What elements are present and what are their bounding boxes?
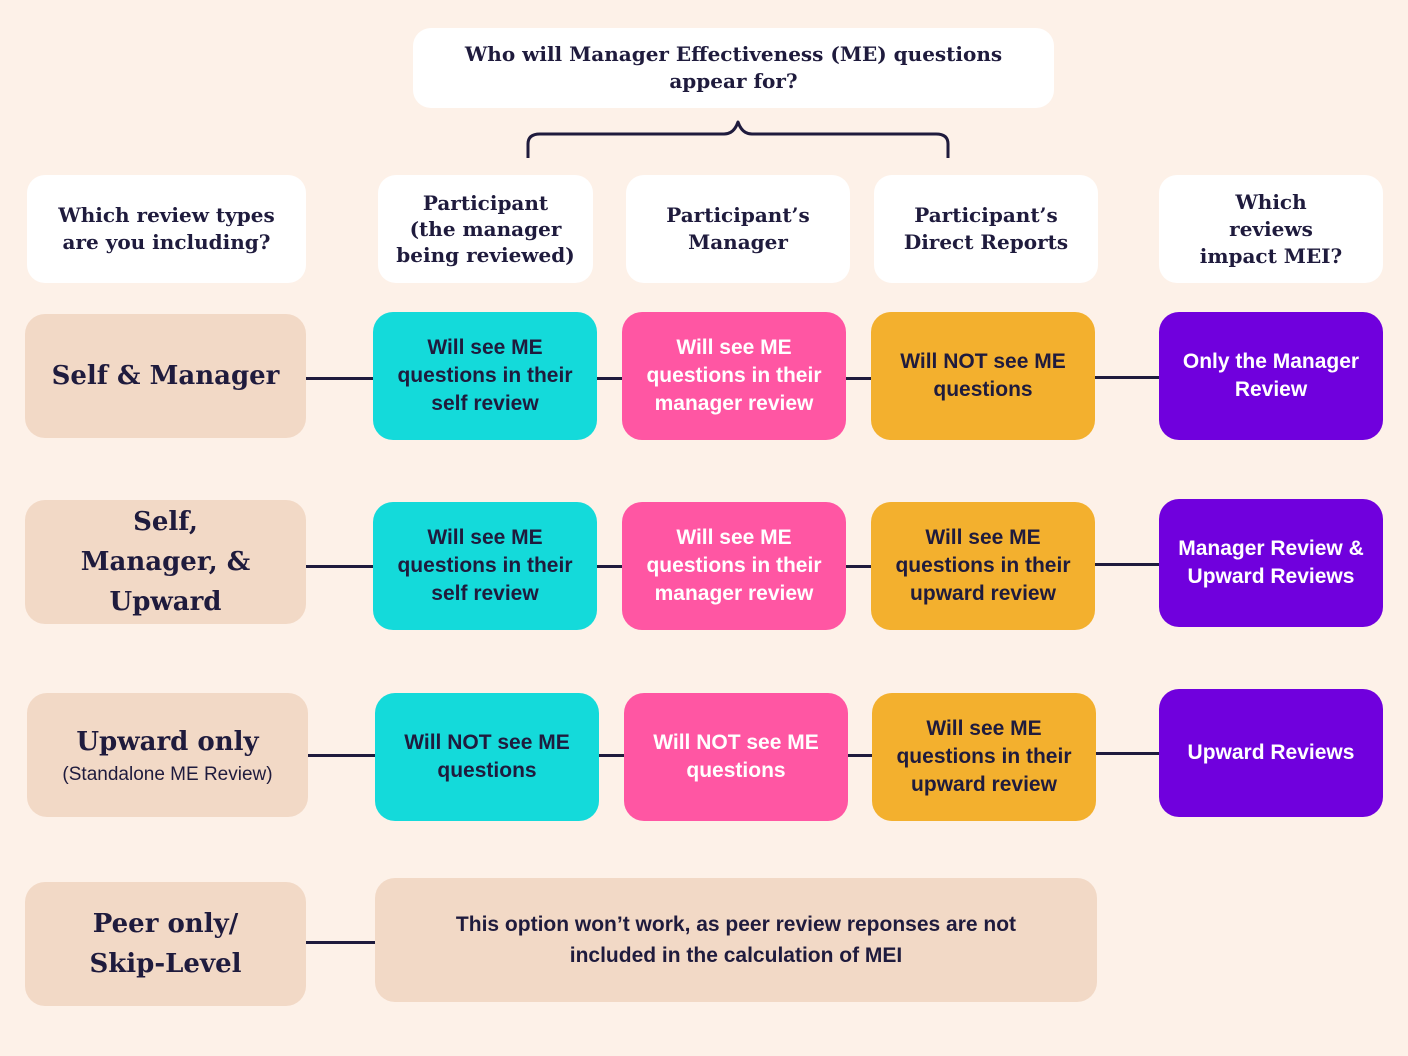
row-label-upward-only: Upward only (Standalone ME Review): [27, 693, 308, 817]
connector-line: [1094, 563, 1160, 566]
diagram-question: Who will Manager Effectiveness (ME) ques…: [413, 28, 1054, 108]
connector-line: [1094, 376, 1160, 379]
header-participants-manager: Participant’s Manager: [626, 175, 850, 283]
connector-line: [596, 377, 624, 380]
row-sublabel: (Standalone ME Review): [62, 764, 273, 785]
impact-cell: Only the Manager Review: [1159, 312, 1383, 440]
direct-reports-cell: Will see ME questions in their upward re…: [871, 502, 1095, 630]
connector-line: [845, 565, 873, 568]
manager-cell: Will NOT see ME questions: [624, 693, 848, 821]
direct-reports-cell: Will NOT see ME questions: [871, 312, 1095, 440]
header-participant: Participant (the manager being reviewed): [378, 175, 593, 283]
impact-cell: Manager Review & Upward Reviews: [1159, 499, 1383, 627]
impact-cell: Upward Reviews: [1159, 689, 1383, 817]
manager-cell: Will see ME questions in their manager r…: [622, 312, 846, 440]
group-brace: [526, 120, 950, 158]
not-emphasis: NOT: [943, 350, 988, 373]
connector-line: [845, 377, 873, 380]
diagram-question-text: Who will Manager Effectiveness (ME) ques…: [464, 42, 1003, 93]
row-label-peer-skip-level: Peer only/ Skip-Level: [25, 882, 306, 1006]
row-label-self-manager: Self & Manager: [25, 314, 306, 438]
direct-reports-cell: Will see ME questions in their upward re…: [872, 693, 1096, 821]
connector-line: [308, 754, 376, 757]
row-label-self-manager-upward: Self, Manager, & Upward: [25, 500, 306, 624]
connector-line: [847, 754, 875, 757]
connector-line: [596, 565, 624, 568]
connector-line: [306, 565, 374, 568]
header-impact-mei: Which reviews impact MEI?: [1159, 175, 1383, 283]
manager-cell: Will see ME questions in their manager r…: [622, 502, 846, 630]
header-participants-direct-reports: Participant’s Direct Reports: [874, 175, 1098, 283]
participant-cell: Will see ME questions in their self revi…: [373, 312, 597, 440]
not-emphasis: NOT: [447, 731, 492, 754]
connector-line: [1095, 752, 1161, 755]
connector-line: [306, 941, 376, 944]
not-emphasis: NOT: [696, 731, 741, 754]
unsupported-option-note: This option won’t work, as peer review r…: [375, 878, 1097, 1002]
participant-cell: Will see ME questions in their self revi…: [373, 502, 597, 630]
connector-line: [306, 377, 374, 380]
header-review-types: Which review types are you including?: [27, 175, 306, 283]
participant-cell: Will NOT see ME questions: [375, 693, 599, 821]
connector-line: [598, 754, 626, 757]
